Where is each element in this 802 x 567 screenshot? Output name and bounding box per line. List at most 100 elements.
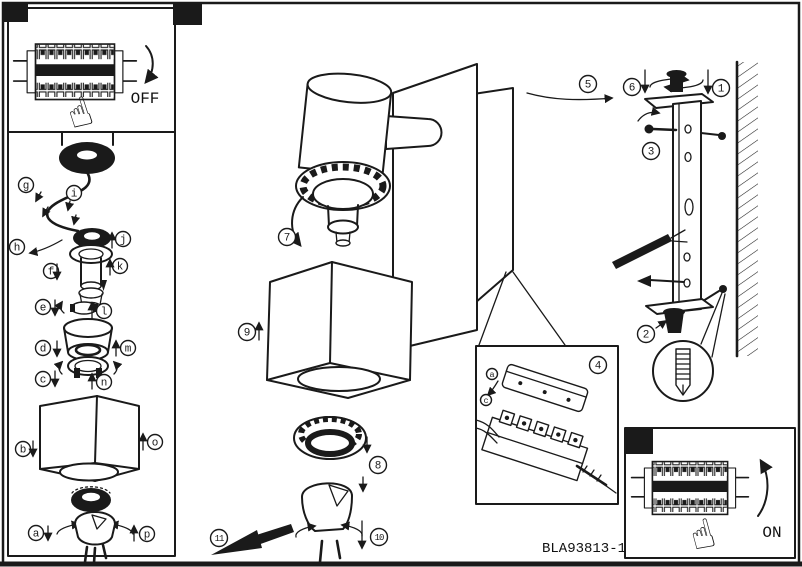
- step-label-8: 8: [368, 455, 388, 475]
- cover-ring: [73, 228, 111, 248]
- svg-text:n: n: [101, 378, 108, 390]
- svg-text:p: p: [144, 530, 151, 542]
- pull-cable-arrow: [28, 239, 63, 257]
- lamp-arm: [385, 115, 443, 150]
- socket-cup: [63, 318, 113, 361]
- breaker-strip-on: [630, 460, 750, 516]
- step-label-1: 1: [711, 78, 731, 98]
- cube-shade: [266, 261, 413, 399]
- svg-text:m: m: [125, 344, 132, 356]
- svg-text:k: k: [117, 262, 124, 274]
- step-label-2: 2: [636, 324, 656, 344]
- remove-lamp-arrow: [211, 524, 294, 555]
- svg-text:a: a: [33, 529, 40, 541]
- corner-marker-on-panel: [625, 428, 653, 454]
- part-label-l: l: [95, 302, 113, 320]
- bulb: [295, 482, 363, 564]
- svg-text:f: f: [48, 267, 55, 279]
- lower-screw: [637, 275, 685, 287]
- svg-text:c: c: [483, 396, 488, 406]
- part-label-d: d: [34, 339, 52, 357]
- part-label-f: f: [42, 262, 60, 280]
- svg-text:10: 10: [375, 533, 384, 543]
- svg-text:7: 7: [284, 233, 291, 245]
- svg-text:3: 3: [648, 147, 655, 159]
- open-cover-arrow: [486, 380, 499, 397]
- lamp-collar: [295, 161, 391, 247]
- bracket-flange: [644, 93, 714, 109]
- svg-text:8: 8: [375, 461, 382, 473]
- step-label-7: 7: [277, 227, 297, 247]
- wire-label-bottom: c: [479, 393, 493, 407]
- bracket-foot: [645, 298, 714, 315]
- on-label: ON: [762, 524, 781, 542]
- svg-text:11: 11: [215, 534, 224, 544]
- cube-shade-small: [39, 395, 140, 482]
- step-label-4: 4: [588, 355, 608, 375]
- terminal-cover: [501, 363, 589, 413]
- svg-text:b: b: [20, 445, 27, 457]
- svg-text:i: i: [71, 189, 78, 201]
- part-label-o: o: [146, 433, 164, 451]
- svg-text:a: a: [489, 370, 494, 380]
- step-label-11: 11: [209, 528, 229, 548]
- flip-up-arrow: [757, 458, 773, 517]
- part-label-n: n: [95, 373, 113, 391]
- wiring-detail-box: 4 a c: [475, 345, 619, 505]
- top-screw: [666, 70, 687, 92]
- parts-column-border: [7, 131, 176, 557]
- svg-text:o: o: [152, 438, 159, 450]
- svg-text:6: 6: [629, 83, 636, 95]
- step-label-6: 6: [622, 77, 642, 97]
- svg-text:5: 5: [585, 80, 592, 92]
- part-label-p: p: [138, 525, 156, 543]
- corner-marker-topleft: [2, 2, 28, 22]
- part-label-i: i: [65, 184, 83, 202]
- part-label-e: e: [34, 298, 52, 316]
- svg-text:d: d: [40, 344, 47, 356]
- part-label-b: b: [14, 440, 32, 458]
- direction-arrows: [28, 231, 148, 542]
- canopy: [59, 131, 115, 174]
- step-label-10: 10: [369, 527, 389, 547]
- side-screw: [637, 106, 678, 134]
- anchor-plug: [663, 308, 685, 333]
- svg-text:4: 4: [595, 361, 602, 373]
- part-label-h: h: [8, 238, 26, 256]
- svg-text:9: 9: [244, 328, 251, 340]
- svg-text:2: 2: [643, 330, 650, 342]
- anchor-detail: [652, 292, 726, 402]
- shade-ring: [293, 416, 367, 460]
- lamp-head: [297, 72, 393, 178]
- rotate-head-arrow: [287, 196, 304, 248]
- step-label-5: 5: [578, 74, 598, 94]
- svg-text:g: g: [23, 181, 30, 193]
- part-label-m: m: [119, 339, 137, 357]
- part-code: BLA93813-1: [542, 541, 626, 557]
- svg-text:j: j: [120, 235, 127, 247]
- mounting-bracket: 5 6 1 3 2: [526, 69, 731, 402]
- wall: [735, 60, 758, 358]
- bulb-small: [56, 511, 134, 565]
- mains-cable: [28, 172, 91, 257]
- off-label: OFF: [131, 90, 160, 108]
- svg-text:1: 1: [718, 84, 725, 96]
- flip-down-arrow: [144, 45, 159, 85]
- part-label-c: c: [34, 370, 52, 388]
- corner-marker-divider: [173, 2, 202, 25]
- outgoing-cable: [575, 464, 617, 494]
- align-line: [526, 92, 614, 104]
- part-label-a: a: [27, 524, 45, 542]
- wire-label-top: a: [485, 367, 499, 381]
- gasket-ring: [71, 486, 111, 512]
- part-label-j: j: [114, 230, 132, 248]
- part-label-g: g: [17, 176, 35, 194]
- lock-ring: [53, 356, 123, 378]
- screwdriver: [612, 229, 688, 269]
- step-label-3: 3: [641, 141, 661, 161]
- svg-text:h: h: [14, 243, 21, 255]
- incoming-wires: [475, 419, 500, 438]
- svg-text:e: e: [40, 303, 47, 315]
- parts-column: g i h j f k e l d m c n b o a p: [8, 131, 164, 565]
